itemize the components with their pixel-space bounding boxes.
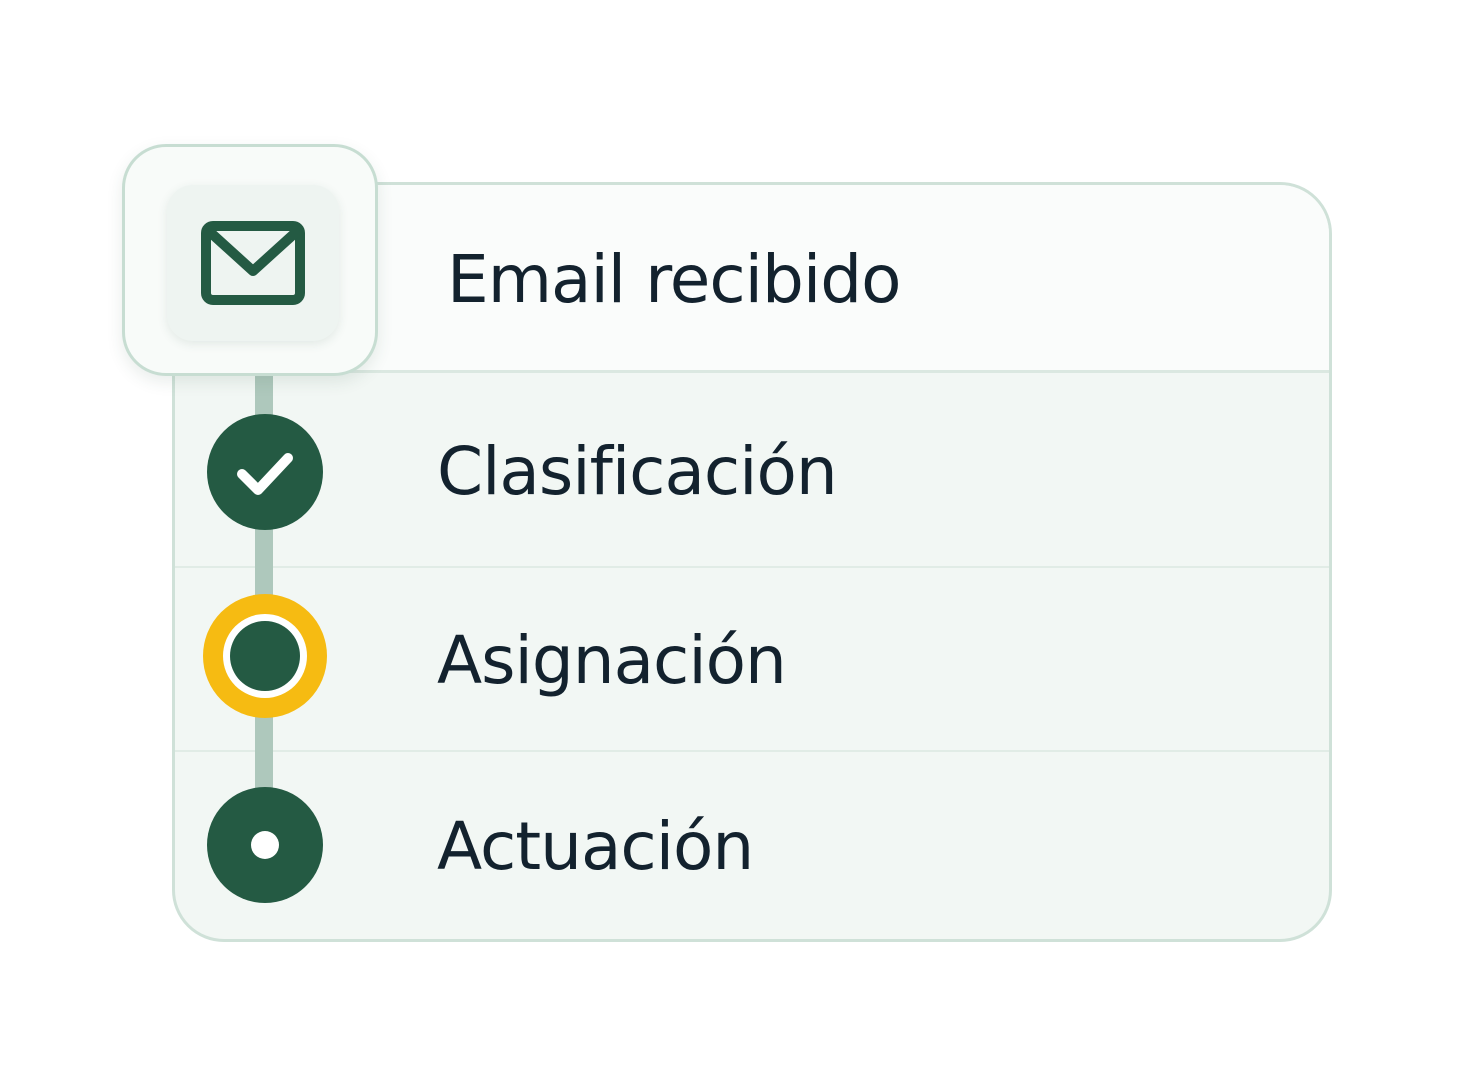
step-status-in-progress xyxy=(203,594,327,718)
email-trigger-tile[interactable] xyxy=(122,144,378,376)
step-label-actuacion: Actuación xyxy=(437,808,754,885)
step-status-pending xyxy=(207,787,323,903)
step-status-completed xyxy=(207,414,323,530)
step-row-actuacion[interactable]: Actuación xyxy=(175,752,1329,939)
step-row-clasificacion[interactable]: Clasificación xyxy=(175,373,1329,568)
checkmark-icon xyxy=(237,453,293,495)
step-label-asignacion: Asignación xyxy=(437,622,787,699)
dot-icon xyxy=(251,831,279,859)
envelope-icon xyxy=(201,221,305,305)
ring-icon xyxy=(223,614,307,698)
envelope-icon-container xyxy=(167,185,339,341)
step-label-email-recibido: Email recibido xyxy=(447,241,902,318)
step-label-clasificacion: Clasificación xyxy=(437,433,838,510)
step-row-asignacion[interactable]: Asignación xyxy=(175,568,1329,752)
